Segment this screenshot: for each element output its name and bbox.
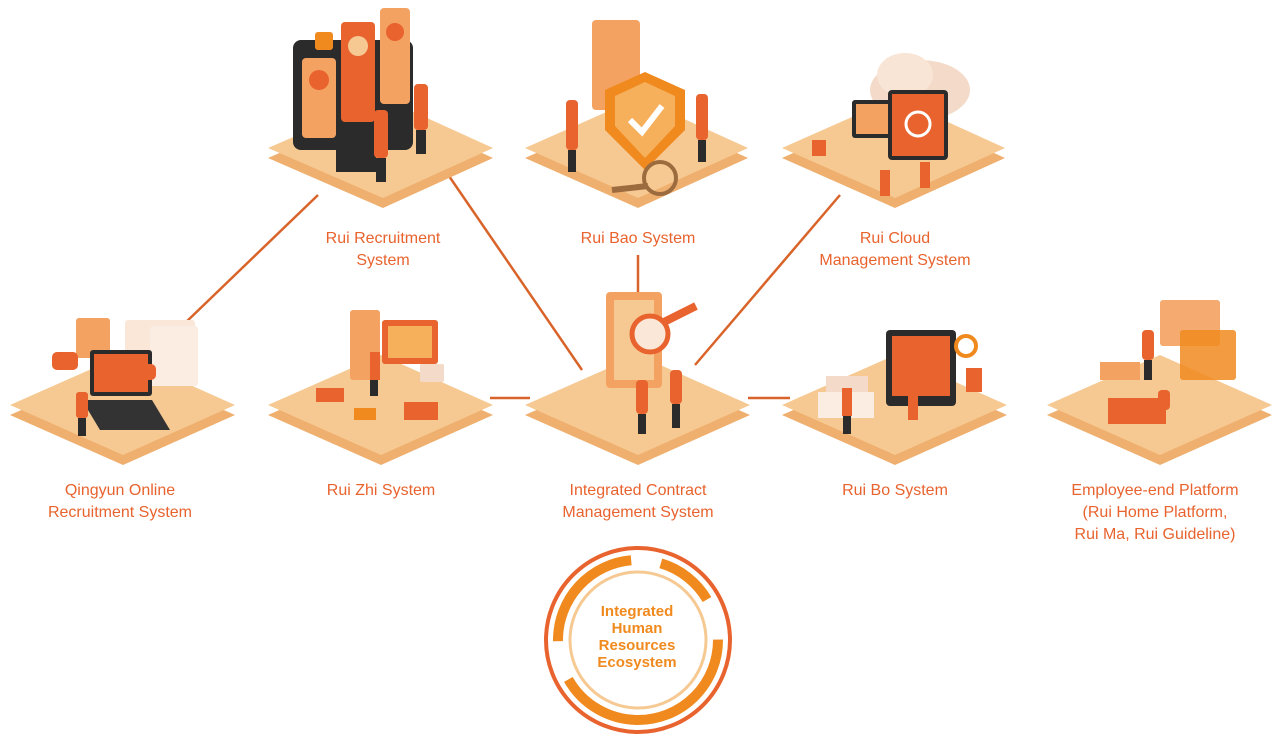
center-title: Integrated Human Resources Ecosystem	[578, 603, 696, 671]
label-line: Rui Cloud	[859, 230, 931, 247]
label-line: Rui Zhi System	[326, 482, 436, 499]
platform-bo	[782, 330, 1007, 465]
center-line: Resources	[598, 637, 676, 654]
label-line: Recruitment System	[47, 504, 193, 521]
label-line: Rui Ma, Rui Guideline)	[1074, 526, 1236, 543]
center-line: Ecosystem	[597, 654, 677, 671]
label-line: (Rui Home Platform,	[1082, 504, 1228, 521]
connectors	[182, 159, 841, 400]
recruitment-screens-icon	[293, 8, 428, 182]
platform-employee	[1047, 300, 1272, 465]
label-line: Management System	[562, 504, 714, 521]
label-rui-bo-system: Rui Bo System	[810, 480, 980, 502]
platform-recruitment	[268, 8, 493, 208]
label-integrated-contract-management-system: Integrated Contract Management System	[533, 480, 743, 524]
label-rui-zhi-system: Rui Zhi System	[296, 480, 466, 502]
label-line: System	[356, 252, 410, 269]
label-rui-recruitment-system: Rui Recruitment System	[298, 228, 468, 272]
cloud-monitor-icon	[812, 53, 970, 196]
label-line: Employee-end Platform	[1071, 482, 1239, 499]
platform-contract	[525, 292, 750, 465]
label-rui-cloud-management-system: Rui Cloud Management System	[790, 228, 1000, 272]
label-line: Rui Bao System	[580, 230, 696, 247]
label-employee-end-platform: Employee-end Platform (Rui Home Platform…	[1040, 480, 1270, 546]
platform-cloud	[782, 53, 1005, 208]
label-qingyun-online-recruitment-system: Qingyun Online Recruitment System	[20, 480, 220, 524]
label-line: Rui Bo System	[842, 482, 948, 499]
dashboard-blocks-icon	[316, 310, 444, 420]
center-line: Human	[611, 620, 663, 637]
connector-recruitment-contract	[436, 159, 584, 371]
document-magnifier-icon	[606, 292, 698, 434]
label-line: Qingyun Online	[64, 482, 176, 499]
platform-zhi	[268, 310, 493, 465]
label-line: Rui Recruitment	[325, 230, 441, 247]
laptop-resume-icon	[52, 318, 198, 436]
label-rui-bao-system: Rui Bao System	[553, 228, 723, 250]
label-line: Integrated Contract	[569, 482, 707, 499]
center-ring	[544, 546, 732, 734]
platform-bao	[525, 20, 748, 208]
label-line: Management System	[819, 252, 971, 269]
connector-qingyun-recruitment	[182, 194, 319, 326]
shield-check-icon	[566, 20, 708, 196]
employee-desk-icon	[1100, 300, 1236, 424]
platform-qingyun	[10, 318, 235, 465]
calendar-board-icon	[818, 330, 982, 434]
connector-cloud-contract	[694, 194, 841, 366]
center-line: Integrated	[600, 603, 674, 620]
